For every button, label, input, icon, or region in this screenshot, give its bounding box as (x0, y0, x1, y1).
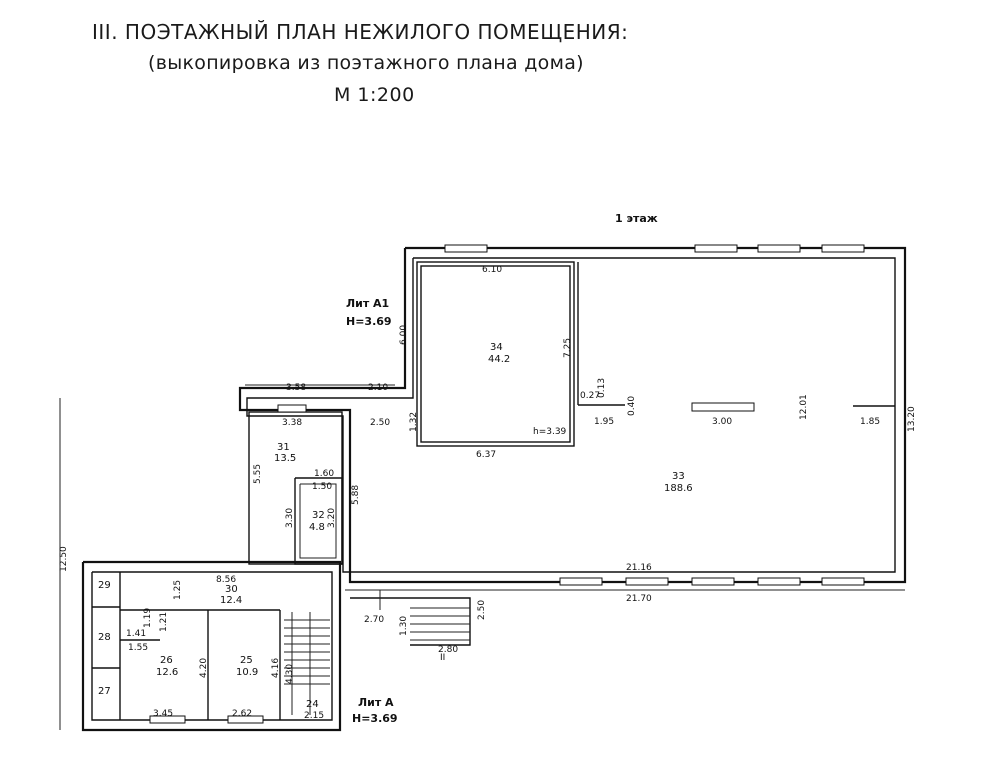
dim-320: 3.20 (327, 508, 337, 528)
dim-027: 0.27 (580, 391, 600, 401)
room-33-num: 33 (672, 471, 685, 482)
lit-a1-height: Н=3.69 (346, 315, 392, 328)
dim-345: 3.45 (153, 709, 173, 719)
dim-330: 3.30 (285, 508, 295, 528)
dim-600: 6.00 (399, 325, 409, 345)
dim-637: 6.37 (476, 450, 496, 460)
wall-a1-inner (246, 257, 896, 573)
plan-title: III. ПОЭТАЖНЫЙ ПЛАН НЕЖИЛОГО ПОМЕЩЕНИЯ: (92, 20, 629, 44)
room-30-num: 30 (225, 584, 238, 595)
dim-185: 1.85 (860, 417, 880, 427)
dim-195: 1.95 (594, 417, 614, 427)
dim-1250: 12.50 (59, 546, 69, 572)
room-31-num: 31 (277, 442, 290, 453)
room-25-num: 25 (240, 655, 253, 666)
dim-270: 2.70 (364, 615, 384, 625)
dim-119: 1.19 (143, 608, 153, 628)
room-24-num: 24 (306, 699, 319, 710)
room-26-num: 26 (160, 655, 173, 666)
dim-2170: 21.70 (626, 594, 652, 604)
dim-610: 6.10 (482, 265, 502, 275)
dim-125: 1.25 (173, 580, 183, 600)
room-31-area: 13.5 (274, 453, 296, 464)
dim-300: 3.00 (712, 417, 732, 427)
dim-250: 2.50 (370, 418, 390, 428)
lit-a-label: Лит А (358, 696, 394, 709)
dim-1201: 12.01 (799, 394, 809, 420)
lit-a-height: Н=3.69 (352, 712, 398, 725)
room-32-area: 4.8 (309, 522, 325, 533)
plan-subtitle: (выкопировка из поэтажного плана дома) (148, 52, 584, 74)
stairs-24 (284, 612, 330, 715)
dim-215: 2.15 (304, 711, 324, 721)
windows-top (444, 244, 865, 253)
dim-420: 4.20 (199, 658, 209, 678)
dim-358: 3.58 (286, 383, 306, 393)
room-32-walls (294, 477, 343, 565)
dim-121: 1.21 (159, 612, 169, 632)
lit-a1-label: Лит А1 (346, 297, 389, 310)
wall-a-outer (81, 560, 342, 732)
dim-1320: 13.20 (907, 406, 917, 432)
room-27-num: 27 (98, 686, 111, 697)
room-34-walls (416, 261, 575, 447)
room-32-inner (299, 483, 337, 559)
room-34-height: h=3.39 (533, 427, 567, 437)
room-34-inner (420, 265, 571, 443)
room-28-num: 28 (98, 632, 111, 643)
dim-725: 7.25 (563, 338, 573, 358)
windows-bottom (149, 404, 865, 724)
dim-132: 1.32 (409, 412, 419, 432)
dim-013: 0.13 (597, 378, 607, 398)
dim-555: 5.55 (253, 464, 263, 484)
entrance-label: II (440, 653, 445, 663)
dim-2116: 21.16 (626, 563, 652, 573)
dim-040: 0.40 (627, 396, 637, 416)
dim-210: 2.10 (368, 383, 388, 393)
plan-scale: М 1:200 (334, 84, 415, 106)
room-25-area: 10.9 (236, 667, 258, 678)
dim-338: 3.38 (282, 418, 302, 428)
dim-150: 1.50 (312, 482, 332, 492)
dim-141: 1.41 (126, 629, 146, 639)
dim-160: 1.60 (314, 469, 334, 479)
dim-262: 2.62 (232, 709, 252, 719)
room-34-area: 44.2 (488, 354, 510, 365)
room-32-num: 32 (312, 510, 325, 521)
wall-a-inner (91, 571, 333, 721)
entrance-porch (350, 590, 471, 646)
room-26-area: 12.6 (156, 667, 178, 678)
dim-588: 5.88 (351, 485, 361, 505)
room-29-num: 29 (98, 580, 111, 591)
dim-250b: 2.50 (477, 600, 487, 620)
dim-430: 4.30 (285, 664, 295, 684)
dim-416: 4.16 (271, 658, 281, 678)
column-33 (691, 402, 755, 412)
dim-130: 1.30 (399, 616, 409, 636)
room-30-area: 12.4 (220, 595, 242, 606)
room-33-area: 188.6 (664, 483, 693, 494)
dim-856: 8.56 (216, 575, 236, 585)
wall-a1-outer (238, 246, 907, 584)
room-34-num: 34 (490, 342, 503, 353)
dim-155: 1.55 (128, 643, 148, 653)
floor-label: 1 этаж (615, 212, 658, 225)
dim-280: 2.80 (438, 645, 458, 655)
